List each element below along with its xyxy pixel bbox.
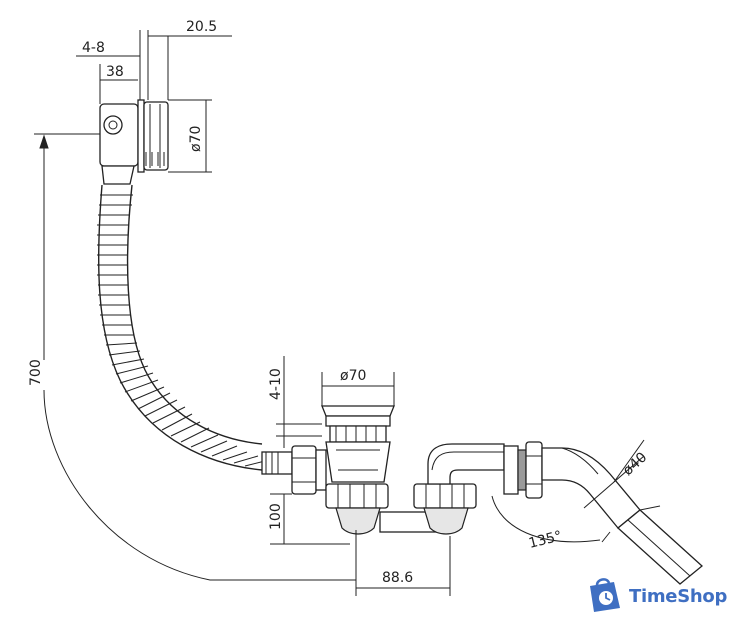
dim-total-length: 700 xyxy=(28,359,44,386)
dim-adjust-gap: 4-8 xyxy=(82,40,105,56)
trap-and-outlet xyxy=(379,441,703,585)
dim-overflow-depth: 38 xyxy=(106,64,124,80)
dim-overflow-diameter: ø70 xyxy=(188,126,204,152)
corrugated-hose xyxy=(97,184,293,475)
dim-outlet-diameter: ø40 xyxy=(620,449,650,479)
dim-plug-diameter: ø70 xyxy=(340,368,366,384)
brand-logo xyxy=(584,574,734,618)
dim-cover-depth: 20.5 xyxy=(186,19,217,35)
dimension-lines xyxy=(34,30,645,596)
dim-outlet-offset: 88.6 xyxy=(382,570,413,586)
waste-plug-assembly xyxy=(291,405,395,535)
shopping-bag-clock-icon xyxy=(590,578,620,612)
dim-trap-height: 100 xyxy=(268,503,284,530)
dim-outlet-angle: 135° xyxy=(527,528,564,552)
overflow-head xyxy=(99,99,169,185)
dim-plug-thickness: 4-10 xyxy=(268,368,284,400)
brand-name: TimeShop xyxy=(629,586,728,607)
